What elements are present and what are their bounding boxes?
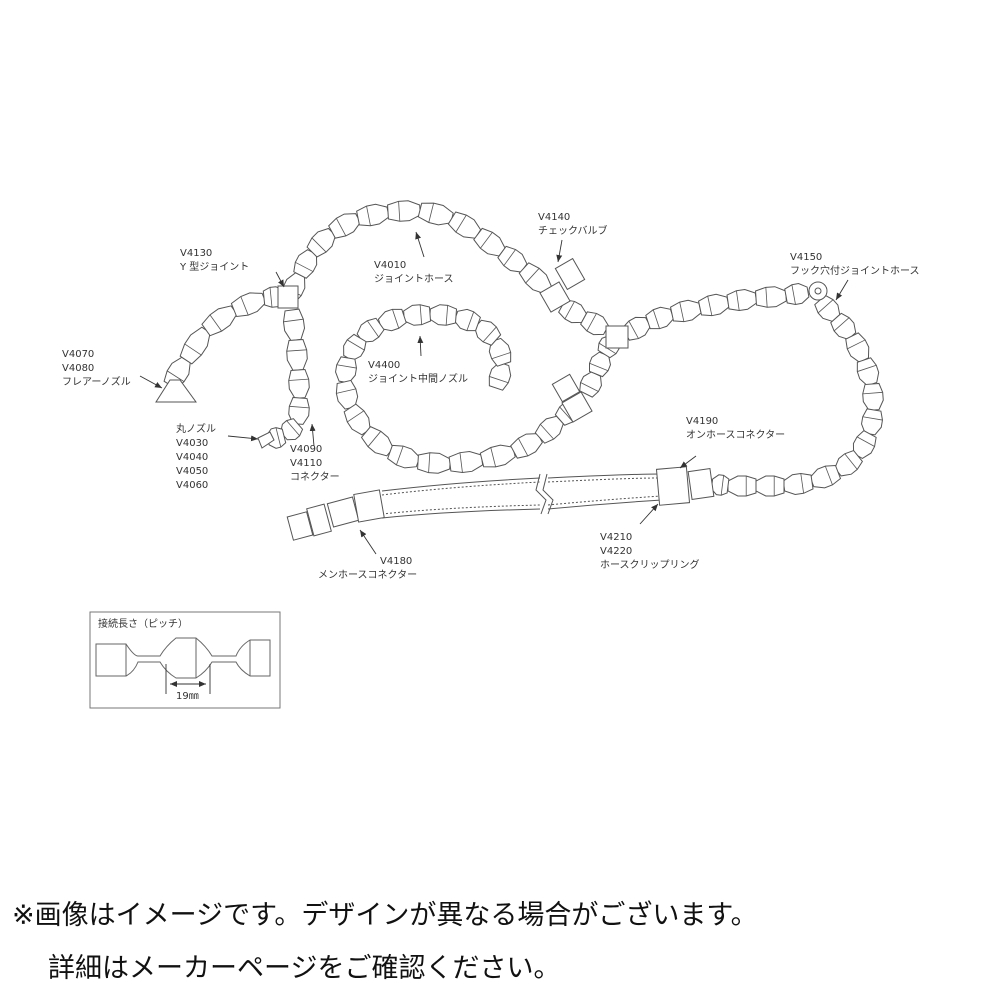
svg-text:V4040: V4040 — [176, 452, 208, 463]
disclaimer-line-1: ※画像はイメージです。デザインが異なる場合がございます。 — [12, 900, 758, 931]
hose-segment — [448, 450, 484, 474]
callout-v4140: V4140 チェックバルブ — [538, 212, 608, 237]
svg-text:V4070: V4070 — [62, 349, 94, 360]
hose-segment — [727, 475, 757, 497]
hose-segment — [782, 472, 814, 496]
hose-segment — [343, 403, 371, 436]
pitch-dimension-label: 19㎜ — [176, 691, 199, 702]
hose-segment — [510, 433, 543, 459]
hose-segment — [377, 308, 407, 332]
main-hose — [381, 473, 663, 519]
hose-segment — [356, 203, 390, 227]
callout-v4210: V4210 V4220 ホースクリップリング — [600, 532, 700, 571]
pitch-hose-illustration — [95, 637, 271, 679]
disclaimer-line-2: 詳細はメーカーページをご確認ください。 — [48, 953, 561, 984]
svg-text:オンホースコネクター: オンホースコネクター — [686, 429, 785, 441]
svg-text:V4130: V4130 — [180, 248, 212, 259]
y-joint — [277, 285, 299, 309]
hose-segments — [163, 200, 884, 497]
svg-text:V4150: V4150 — [790, 252, 822, 263]
check-valve — [539, 257, 586, 313]
callout-round-nozzle: 丸ノズル V4030 V4040 V4050 V4060 — [176, 422, 216, 491]
hose-segment — [453, 308, 481, 332]
svg-text:フレアーノズル: フレアーノズル — [62, 375, 131, 388]
hose-segment — [417, 452, 451, 474]
leader-lines — [139, 231, 849, 555]
callout-v4180: V4180 メンホースコネクター — [318, 556, 417, 581]
hose-segment — [488, 337, 512, 367]
svg-text:V4110: V4110 — [290, 458, 322, 469]
y-joint-right — [605, 325, 629, 349]
hose-segment — [710, 474, 730, 496]
pitch-box-title: 接続長さ（ピッチ） — [98, 617, 188, 630]
hose-segment — [230, 292, 267, 318]
callout-v4150: V4150 フック穴付ジョイントホース — [790, 252, 920, 277]
svg-text:V4060: V4060 — [176, 480, 208, 491]
svg-text:ホースクリップリング: ホースクリップリング — [600, 558, 700, 571]
hose-segment — [356, 317, 385, 343]
svg-text:V4090: V4090 — [290, 444, 322, 455]
svg-text:V4030: V4030 — [176, 438, 208, 449]
round-nozzle-tip — [257, 431, 275, 449]
callout-v4130: V4130 Y 型ジョイント — [179, 248, 249, 273]
hose-segment — [784, 283, 810, 305]
callout-v4400: V4400 ジョイント中間ノズル — [368, 360, 468, 385]
check-valve-2 — [551, 373, 593, 423]
hose-segment — [755, 475, 785, 497]
callout-v4070: V4070 V4080 フレアーノズル — [62, 349, 131, 388]
svg-text:V4210: V4210 — [600, 532, 632, 543]
on-hose-connector — [655, 466, 715, 506]
svg-text:メンホースコネクター: メンホースコネクター — [318, 569, 417, 581]
hose-segment — [697, 293, 730, 317]
hose-segment — [335, 356, 357, 384]
pitch-dimension — [165, 664, 211, 694]
svg-text:V4010: V4010 — [374, 260, 406, 271]
svg-text:コネクター: コネクター — [290, 471, 340, 483]
hose-segment — [429, 304, 458, 326]
callout-v4190: V4190 オンホースコネクター — [686, 416, 785, 441]
hose-segment — [862, 382, 884, 411]
hose-segment — [387, 444, 421, 469]
svg-text:V4220: V4220 — [600, 546, 632, 557]
svg-text:V4190: V4190 — [686, 416, 718, 427]
hose-segment — [488, 361, 512, 391]
hose-segment — [288, 368, 310, 399]
hose-segment — [286, 339, 308, 371]
svg-text:フック穴付ジョイントホース: フック穴付ジョイントホース — [790, 264, 920, 277]
hose-segment — [282, 308, 306, 342]
hose-segment — [479, 444, 516, 468]
svg-text:Y 型ジョイント: Y 型ジョイント — [179, 260, 249, 273]
pitch-box: 接続長さ（ピッチ） 19㎜ — [89, 611, 281, 709]
hose-segment — [645, 306, 675, 330]
hose-segment — [497, 245, 528, 273]
hose-segment — [755, 286, 787, 308]
hose-segment — [343, 333, 367, 362]
callout-v4010: V4010 ジョイントホース — [374, 260, 454, 285]
flare-nozzle — [155, 379, 197, 403]
svg-text:V4180: V4180 — [380, 556, 412, 567]
hose-segment — [335, 379, 359, 410]
hose-segment — [387, 200, 421, 222]
svg-text:丸ノズル: 丸ノズル — [176, 422, 216, 435]
hose-segment — [856, 357, 880, 387]
svg-text:V4400: V4400 — [368, 360, 400, 371]
hose-segment — [360, 426, 394, 457]
hose-segment — [403, 304, 432, 326]
male-hose-connector — [286, 489, 385, 541]
hose-segment — [726, 288, 758, 312]
hook-eye — [808, 281, 828, 301]
hose-segment — [580, 311, 609, 336]
svg-text:V4140: V4140 — [538, 212, 570, 223]
callout-v4090: V4090 V4110 コネクター — [290, 444, 340, 483]
hose-segment — [814, 294, 841, 322]
svg-text:ジョイントホース: ジョイントホース — [374, 273, 454, 285]
svg-text:ジョイント中間ノズル: ジョイント中間ノズル — [368, 372, 468, 385]
svg-text:V4080: V4080 — [62, 363, 94, 374]
hose-segment — [474, 319, 502, 346]
svg-text:チェックバルブ: チェックバルブ — [538, 224, 608, 237]
svg-text:V4050: V4050 — [176, 466, 208, 477]
hose-segment — [669, 299, 702, 323]
